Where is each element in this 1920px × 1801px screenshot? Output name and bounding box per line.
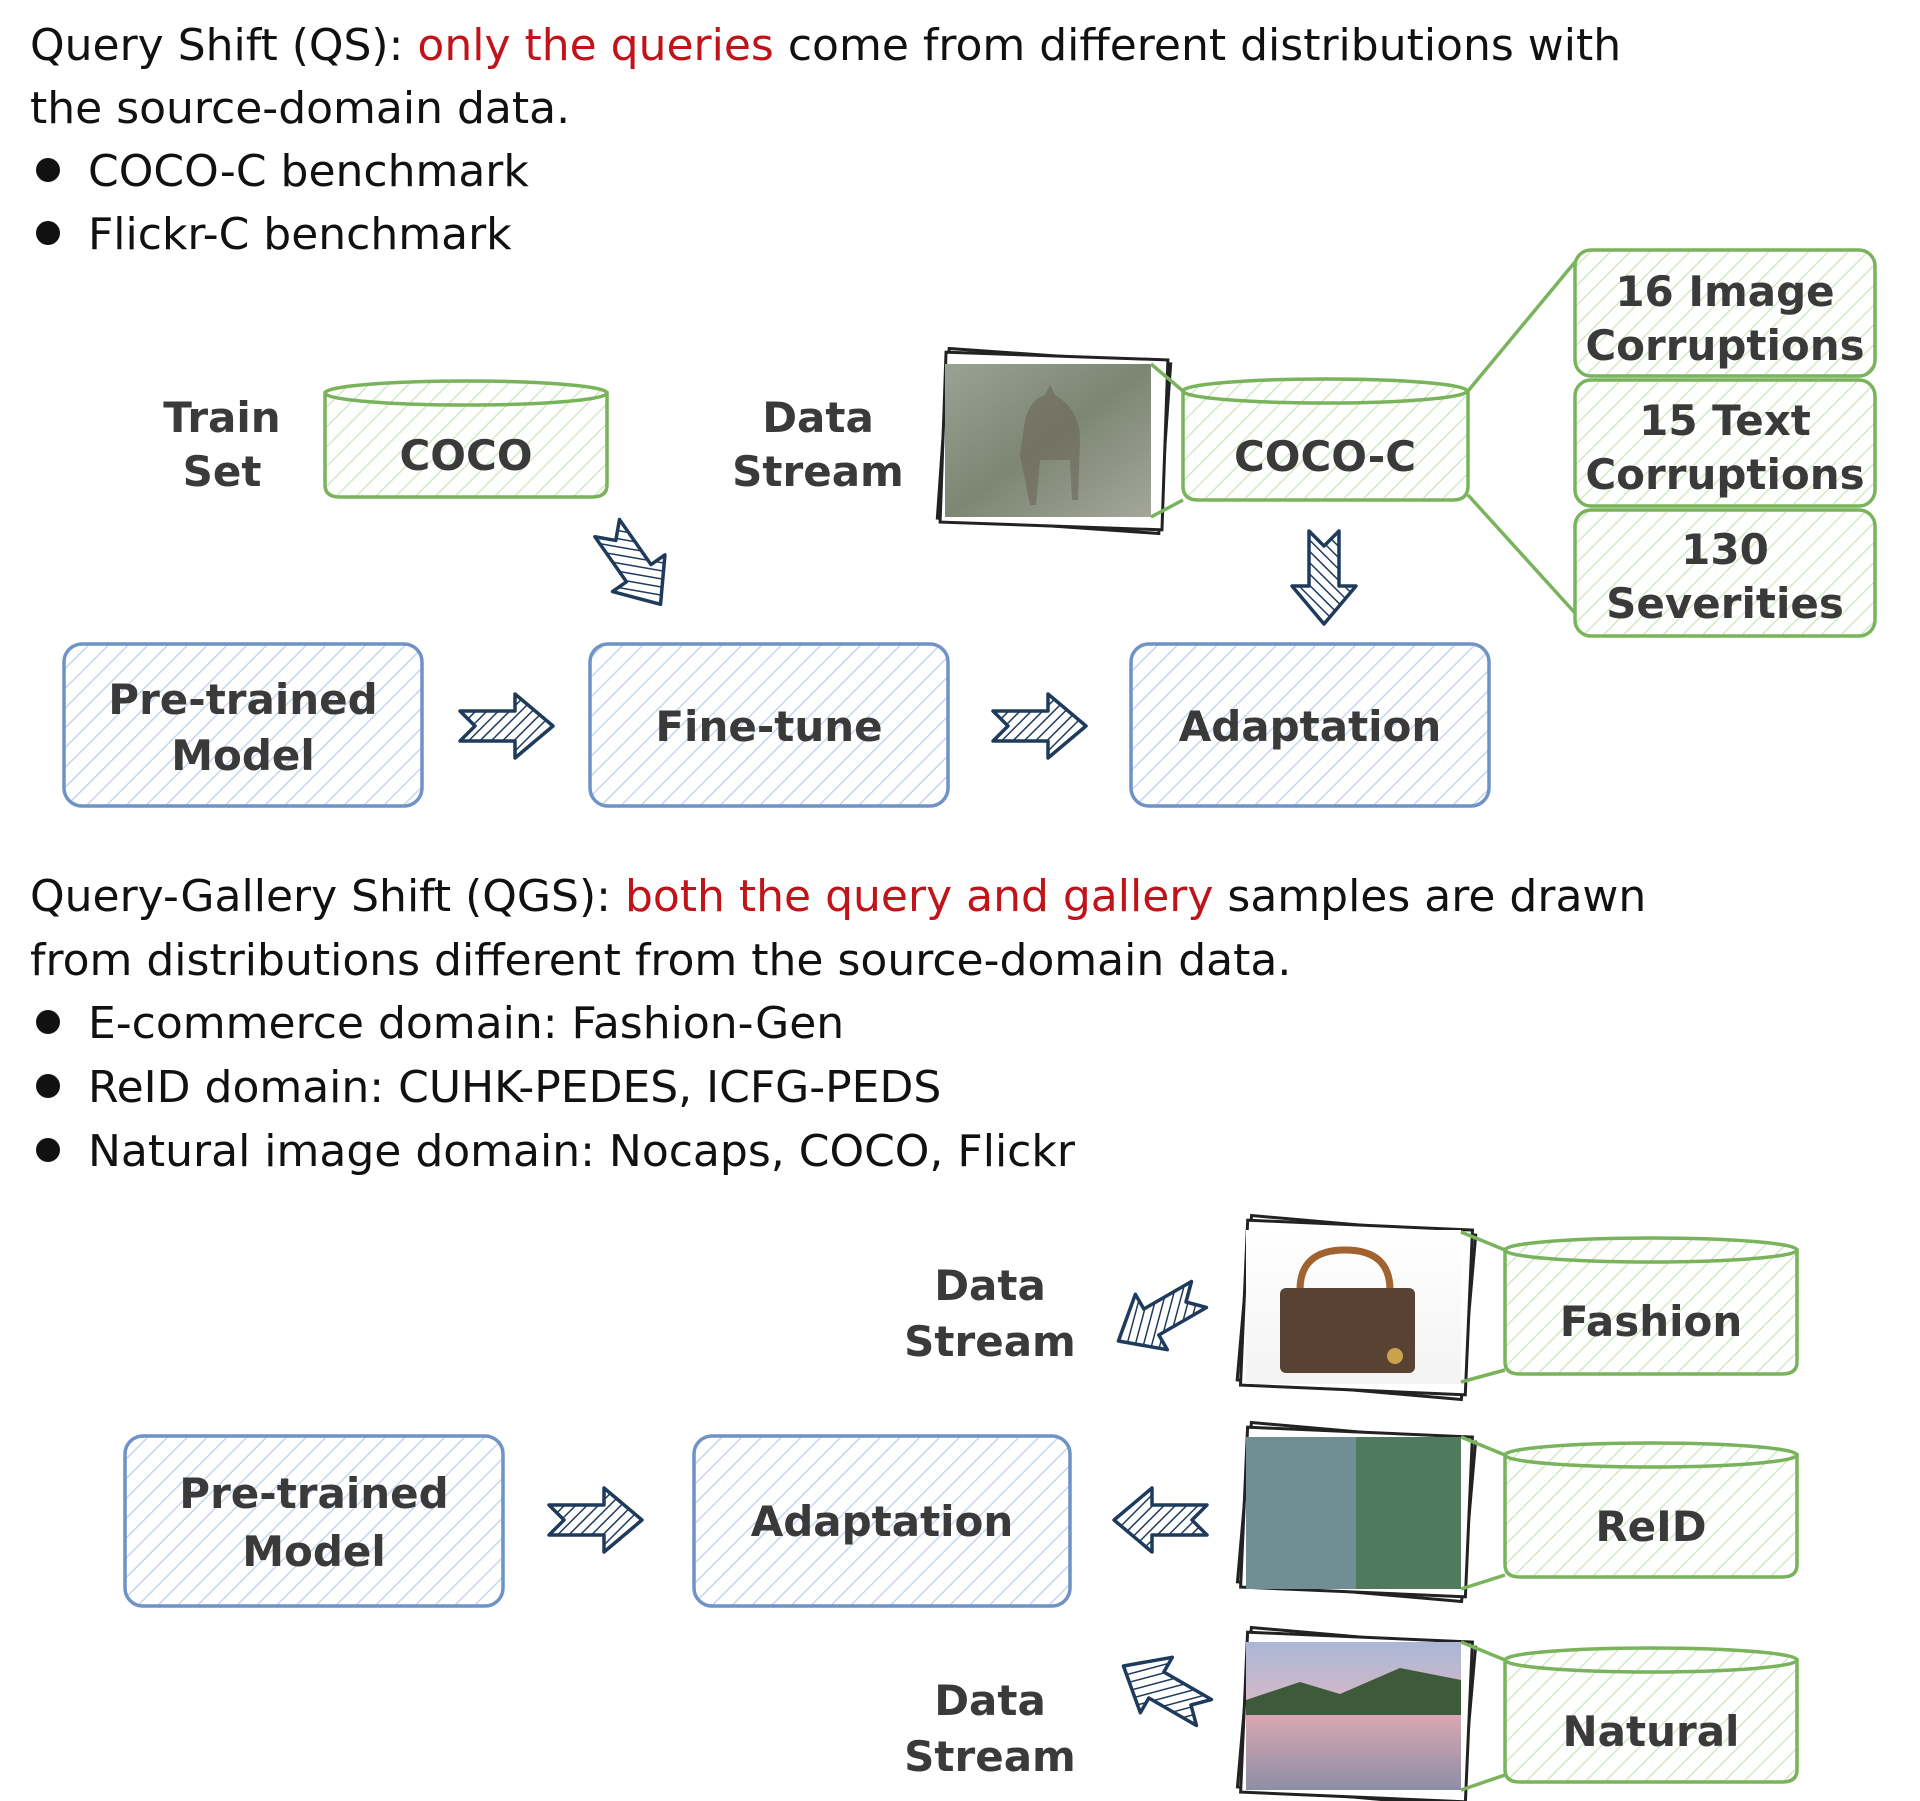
qgs-adaptation-box: Adaptation <box>692 1434 1072 1608</box>
qgs-data-stream-top-line1: Data <box>934 1261 1046 1310</box>
coco-dataset-cylinder: COCO <box>323 379 609 499</box>
reid-label: ReID <box>1595 1502 1706 1551</box>
data-stream-label-line1: Data <box>762 393 874 442</box>
qs-bullet-flickr-c: Flickr-C benchmark <box>88 209 512 260</box>
data-stream-label-line2: Stream <box>732 447 904 496</box>
arrow-natural-to-stream <box>1105 1636 1222 1742</box>
text-corruptions-line2: Corruptions <box>1585 450 1864 499</box>
bullet-dot <box>36 158 60 182</box>
qgs-adaptation-label: Adaptation <box>751 1497 1014 1546</box>
qs-heading-line1: Query Shift (QS): only the queries come … <box>30 20 1621 71</box>
natural-label: Natural <box>1563 1707 1740 1756</box>
text-corruptions-box: 15 Text Corruptions <box>1573 378 1877 508</box>
image-corruptions-line1: 16 Image <box>1615 267 1834 316</box>
coco-label: COCO <box>399 431 532 480</box>
qgs-bullet-reid: ReID domain: CUHK-PEDES, ICFG-PEDS <box>88 1062 941 1113</box>
qs-pretrained-line2: Model <box>171 731 315 780</box>
train-set-label-line2: Set <box>183 447 262 496</box>
severities-line2: Severities <box>1606 579 1844 628</box>
coco-c-image-stack <box>935 346 1173 536</box>
connector-line <box>1460 1773 1506 1792</box>
image-corruptions-box: 16 Image Corruptions <box>1573 248 1877 378</box>
bullet-dot <box>36 1074 60 1098</box>
qs-heading-line2: the source-domain data. <box>30 83 570 134</box>
arrow-pretrained-to-finetune <box>458 692 555 760</box>
natural-domain-cylinder: Natural <box>1503 1646 1799 1784</box>
qgs-heading-line2: from distributions different from the so… <box>30 935 1291 986</box>
qs-adaptation-label: Adaptation <box>1179 702 1442 751</box>
connector-line <box>1460 1368 1506 1384</box>
connector-line <box>1466 260 1577 393</box>
qgs-pretrained-model-box: Pre-trained Model <box>123 1434 505 1608</box>
fashion-image-stack <box>1235 1213 1478 1402</box>
arrow-coco-to-finetune <box>579 508 689 625</box>
arrow-cococ-to-adaptation <box>1290 529 1358 626</box>
fashion-label: Fashion <box>1560 1297 1743 1346</box>
bullet-dot <box>36 1138 60 1162</box>
bullet-dot <box>36 221 60 245</box>
finetune-label: Fine-tune <box>655 702 882 751</box>
arrow-pretrained-to-adaptation <box>547 1486 644 1554</box>
connector-line <box>1149 362 1185 393</box>
connector-line <box>1460 1230 1506 1252</box>
connector-line <box>1466 493 1577 615</box>
arrow-reid-to-adaptation <box>1112 1486 1209 1554</box>
image-corruptions-line2: Corruptions <box>1585 321 1864 370</box>
severities-line1: 130 <box>1681 525 1769 574</box>
arrow-finetune-to-adaptation <box>991 692 1088 760</box>
qgs-bullet-ecommerce: E-commerce domain: Fashion-Gen <box>88 998 844 1049</box>
reid-domain-cylinder: ReID <box>1503 1441 1799 1579</box>
severities-box: 130 Severities <box>1573 508 1877 638</box>
natural-image-stack <box>1235 1625 1478 1801</box>
qs-pretrained-model-box: Pre-trained Model <box>62 642 424 808</box>
reid-image-stack <box>1235 1420 1478 1604</box>
text-corruptions-line1: 15 Text <box>1639 396 1811 445</box>
arrow-fashion-to-stream <box>1100 1265 1217 1371</box>
connector-line <box>1460 1573 1506 1591</box>
qgs-data-stream-bottom-line1: Data <box>934 1676 1046 1725</box>
qgs-data-stream-top-line2: Stream <box>904 1317 1076 1366</box>
connector-line <box>1150 498 1184 519</box>
connector-line <box>1460 1435 1506 1457</box>
bullet-dot <box>36 1010 60 1034</box>
qgs-heading-line1: Query-Gallery Shift (QGS): both the quer… <box>30 871 1646 922</box>
qgs-pretrained-line2: Model <box>242 1527 386 1576</box>
connector-line <box>1460 1640 1506 1662</box>
finetune-box: Fine-tune <box>588 642 950 808</box>
qgs-pretrained-line1: Pre-trained <box>179 1469 448 1518</box>
qs-pretrained-line1: Pre-trained <box>108 675 377 724</box>
qs-adaptation-box: Adaptation <box>1129 642 1491 808</box>
qgs-bullet-natural: Natural image domain: Nocaps, COCO, Flic… <box>88 1126 1076 1177</box>
fashion-domain-cylinder: Fashion <box>1503 1236 1799 1376</box>
coco-c-label: COCO-C <box>1234 432 1416 481</box>
qs-bullet-coco-c: COCO-C benchmark <box>88 146 529 197</box>
train-set-label-line1: Train <box>163 393 280 442</box>
qgs-data-stream-bottom-line2: Stream <box>904 1732 1076 1781</box>
coco-c-dataset-cylinder: COCO-C <box>1181 377 1470 502</box>
